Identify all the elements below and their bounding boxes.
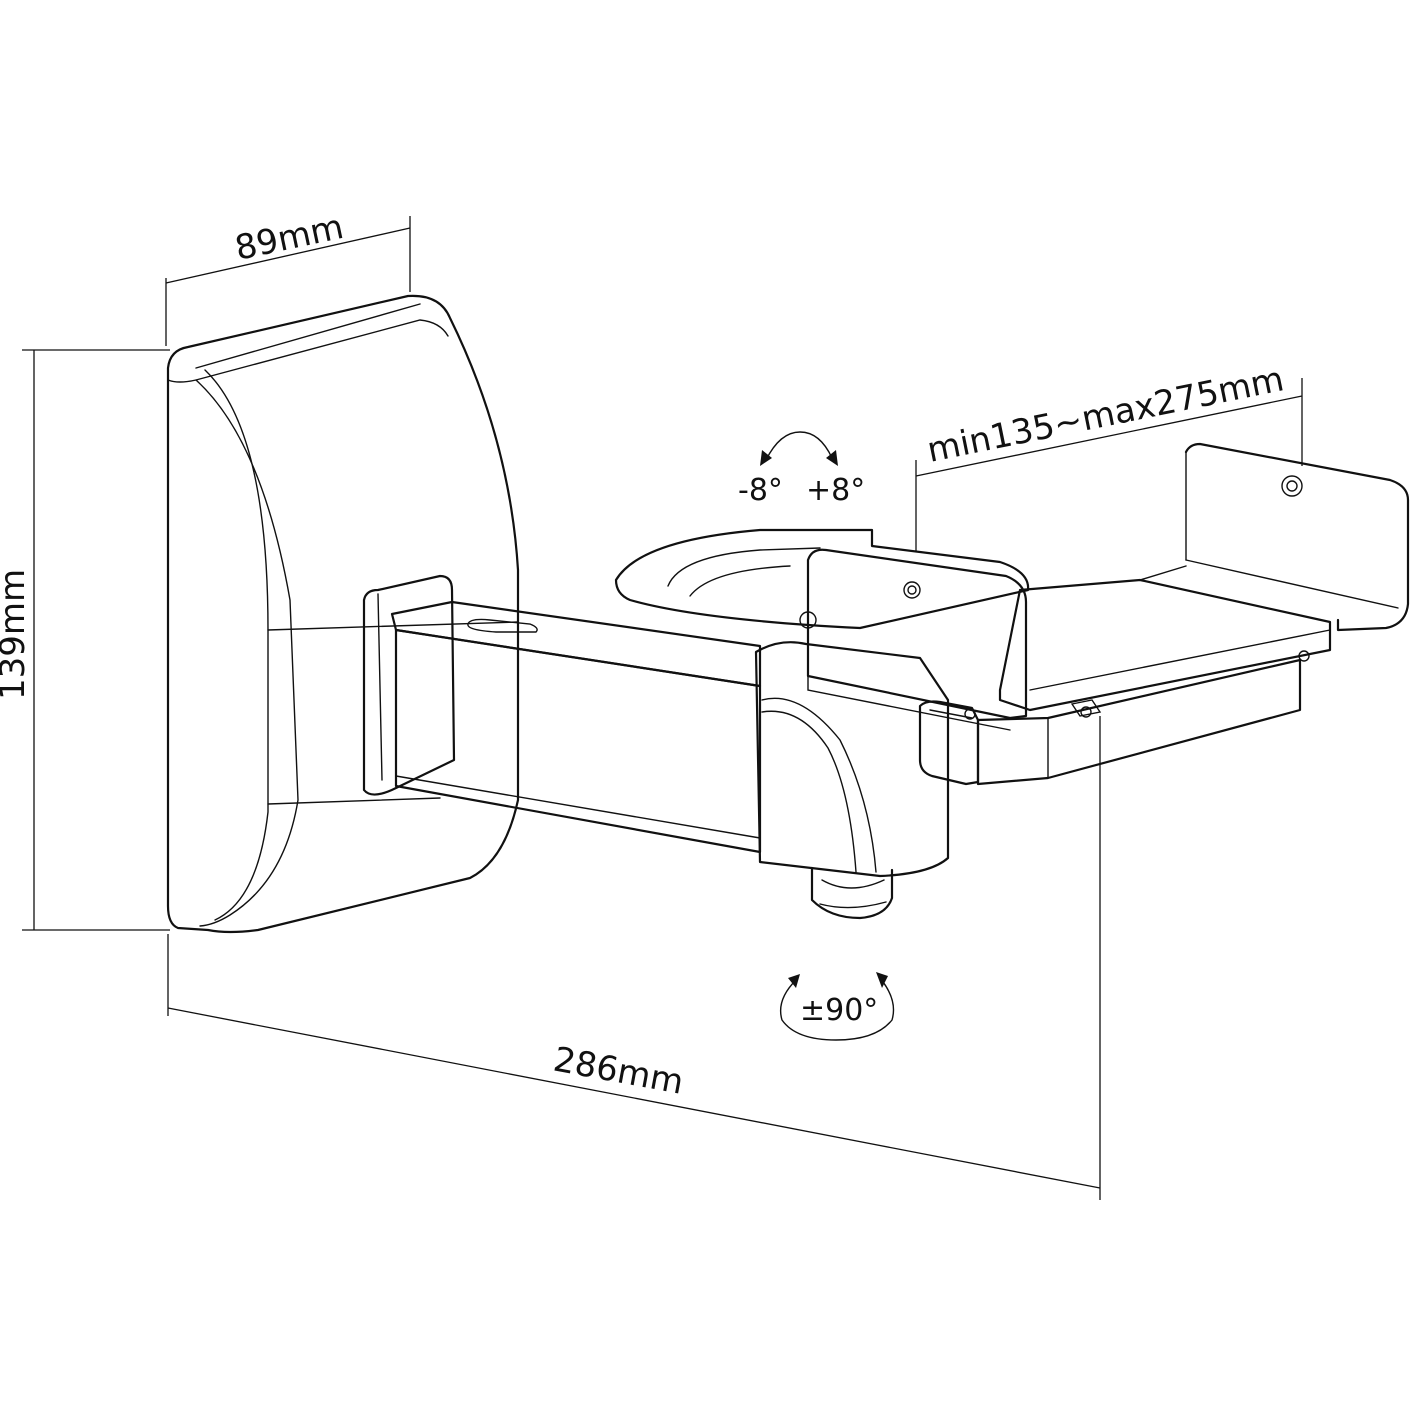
arrow-left-icon [788,974,800,988]
depth-label: 89mm [232,207,347,269]
dimension-length: 286mm [167,716,1101,1200]
wall-plate [166,294,520,934]
tilt-left-label: -8° [738,473,783,508]
dimension-clamp-range: min135~max275mm [915,359,1303,552]
swivel-indicator: ±90° [779,972,895,1041]
arrow-right-icon [876,972,888,988]
length-label: 286mm [550,1040,686,1103]
arrow-right-icon [826,450,838,466]
arrow-left-icon [760,450,772,466]
swivel-label: ±90° [800,993,878,1028]
arm-boom [362,574,950,920]
dimension-height: 139mm [0,349,170,931]
clamp-range-label: min135~max275mm [924,359,1287,471]
tilt-right-label: +8° [806,473,865,508]
height-label: 139mm [0,569,33,700]
speaker-platform [614,442,1410,786]
tilt-indicator: -8° +8° [738,431,865,508]
dimension-depth: 89mm [165,207,411,346]
